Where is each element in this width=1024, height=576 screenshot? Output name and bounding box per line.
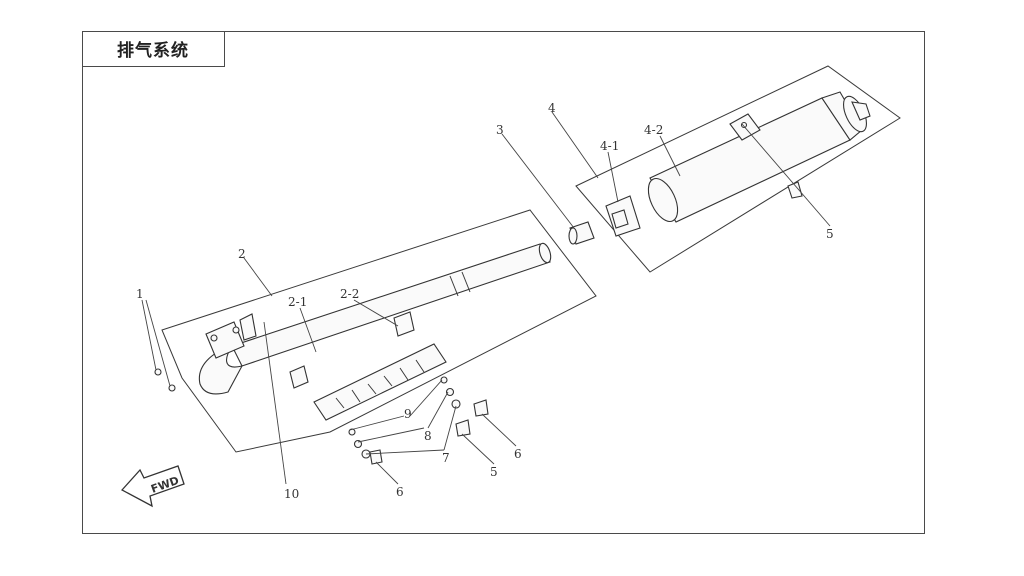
label-1: 1 [136, 287, 144, 301]
label-2: 2 [238, 247, 246, 261]
bolt-muffler [787, 181, 803, 199]
fwd-arrow-icon: FWD [120, 465, 185, 508]
label-4-2: 4-2 [644, 123, 663, 137]
label-10: 10 [284, 487, 299, 501]
label-8: 8 [424, 429, 432, 443]
label-2-2: 2-2 [340, 287, 359, 301]
label-5-pipe: 5 [490, 465, 498, 479]
label-2-1: 2-1 [288, 295, 307, 309]
leader-lines [141, 111, 831, 485]
gasket [568, 221, 595, 245]
pipe-group-outline [161, 209, 597, 453]
muffler-group-outline [575, 65, 901, 273]
label-6-right: 6 [514, 447, 522, 461]
label-9: 9 [404, 407, 412, 421]
label-3: 3 [496, 123, 504, 137]
label-6-left: 6 [396, 485, 404, 499]
heat-shield [313, 343, 447, 421]
exhaust-gasket [239, 313, 257, 341]
label-5-muffler: 5 [826, 227, 834, 241]
shield-clip [289, 311, 415, 389]
label-7: 7 [442, 451, 450, 465]
stud-bolts [154, 368, 176, 392]
exhaust-pipe [198, 242, 552, 395]
title-box: 排气系统 [82, 31, 225, 67]
label-4: 4 [548, 101, 556, 115]
diagram-frame [82, 31, 925, 534]
label-4-1: 4-1 [600, 139, 619, 153]
muffler-clamp [605, 195, 641, 237]
diagram-title: 排气系统 [117, 41, 189, 61]
